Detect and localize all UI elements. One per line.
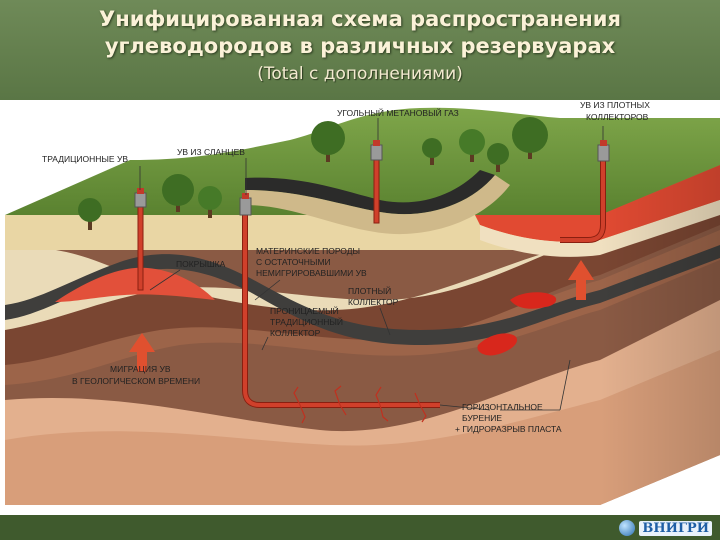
label-horizontal-2: БУРЕНИЕ (462, 413, 502, 423)
label-tight-2: КОЛЛЕКТОРОВ (586, 112, 649, 122)
vnigri-logo: ВНИГРИ (619, 518, 712, 538)
label-source-rock-2: С ОСТАТОЧНЫМИ (256, 257, 331, 267)
slide-title: Унифицированная схема распространения уг… (0, 0, 720, 60)
label-migration-2: В ГЕОЛОГИЧЕСКОМ ВРЕМЕНИ (72, 376, 200, 386)
logo-text: ВНИГРИ (639, 521, 712, 536)
label-horizontal-3: + ГИДРОРАЗРЫВ ПЛАСТА (455, 424, 562, 434)
title-line-1: Унифицированная схема распространения (0, 6, 720, 33)
label-tight-1: УВ ИЗ ПЛОТНЫХ (580, 100, 650, 110)
label-migration-1: МИГРАЦИЯ УВ (110, 364, 171, 374)
diagram-frame: ТРАДИЦИОННЫЕ УВ УВ ИЗ СЛАНЦЕВ УГОЛЬНЫЙ М… (0, 100, 720, 515)
label-source-rock-1: МАТЕРИНСКИЕ ПОРОДЫ (256, 246, 360, 256)
label-cap-rock: ПОКРЫШКА (176, 259, 226, 269)
slide-subtitle: (Total с дополнениями) (0, 64, 720, 84)
title-area: Унифицированная схема распространения уг… (0, 0, 720, 100)
label-tight-reservoir-2: КОЛЛЕКТОР (348, 297, 399, 307)
label-permeable-2: ТРАДИЦИОННЫЙ (270, 316, 343, 327)
block-side-face (600, 165, 720, 505)
geology-diagram: ТРАДИЦИОННЫЕ УВ УВ ИЗ СЛАНЦЕВ УГОЛЬНЫЙ М… (0, 100, 720, 515)
globe-icon (619, 520, 635, 536)
label-source-rock-3: НЕМИГРИРОВАВШИМИ УВ (256, 268, 367, 278)
title-line-2: углеводородов в различных резервуарах (0, 33, 720, 60)
label-permeable-3: КОЛЛЕКТОР (270, 328, 321, 338)
label-shale: УВ ИЗ СЛАНЦЕВ (177, 147, 245, 157)
label-permeable-1: ПРОНИЦАЕМЫЙ (270, 305, 339, 316)
label-horizontal-1: ГОРИЗОНТАЛЬНОЕ (462, 402, 543, 412)
label-coalbed-methane: УГОЛЬНЫЙ МЕТАНОВЫЙ ГАЗ (337, 107, 459, 118)
label-tight-reservoir-1: ПЛОТНЫЙ (348, 285, 391, 296)
label-traditional: ТРАДИЦИОННЫЕ УВ (42, 154, 128, 164)
footer-bar: ВНИГРИ (0, 515, 720, 540)
